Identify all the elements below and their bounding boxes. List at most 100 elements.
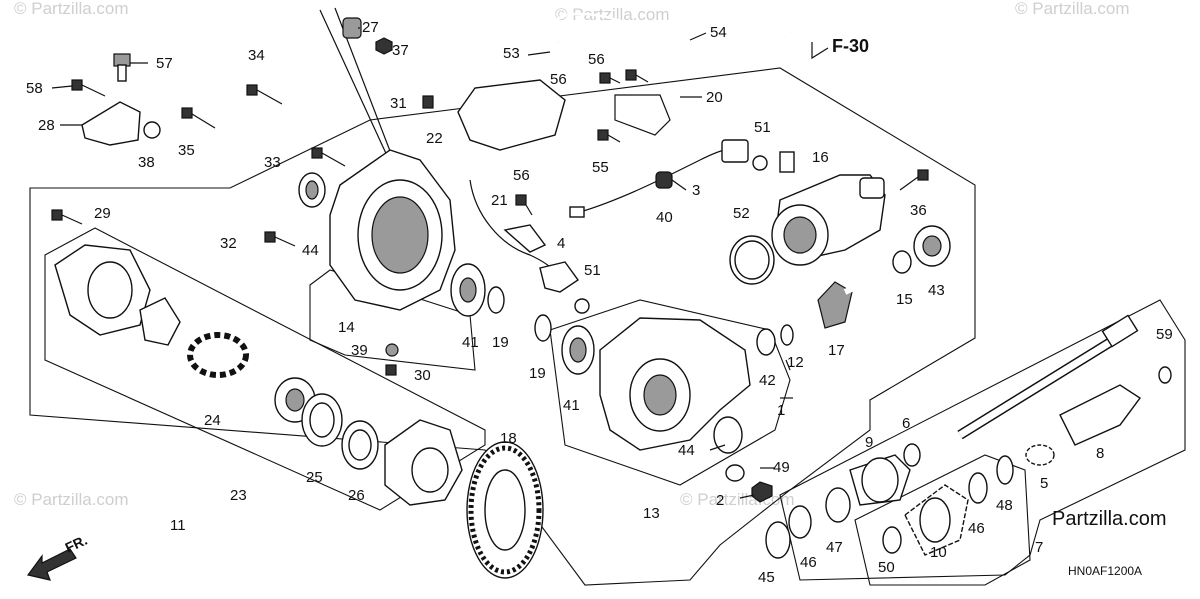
callout[interactable]: 27 — [362, 19, 379, 36]
callout[interactable]: 21 — [491, 192, 508, 209]
callout[interactable]: 55 — [592, 159, 609, 176]
bearing-part — [713, 416, 743, 454]
callout[interactable]: 29 — [94, 205, 111, 222]
callout[interactable]: 57 — [156, 55, 173, 72]
clamp-part — [655, 171, 673, 189]
joint-part — [849, 454, 911, 506]
callout[interactable]: 26 — [348, 487, 365, 504]
callout[interactable]: 56 — [550, 71, 567, 88]
callout[interactable]: 20 — [706, 89, 723, 106]
callout[interactable]: 56 — [513, 167, 530, 184]
ref-label[interactable]: F-30 — [832, 36, 869, 56]
cap-part — [342, 17, 362, 39]
callout[interactable]: 45 — [758, 569, 775, 586]
callout[interactable]: 5 — [1040, 475, 1048, 492]
callout[interactable]: 52 — [733, 205, 750, 222]
callout[interactable]: 2 — [716, 492, 724, 509]
callout[interactable]: 43 — [928, 282, 945, 299]
callout[interactable]: 23 — [230, 487, 247, 504]
nut-part — [143, 121, 161, 139]
callout[interactable]: 53 — [503, 45, 520, 62]
callout[interactable]: 49 — [773, 459, 790, 476]
callout[interactable]: 15 — [896, 291, 913, 308]
callout[interactable]: 24 — [204, 412, 221, 429]
callout[interactable]: 4 — [557, 235, 565, 252]
oring-part — [996, 455, 1014, 485]
wire-part — [469, 179, 556, 273]
callout[interactable]: 44 — [678, 442, 695, 459]
watermark: © Partzilla.com — [1015, 0, 1130, 18]
callout[interactable]: 8 — [1096, 445, 1104, 462]
callout[interactable]: 19 — [529, 365, 546, 382]
washer-part — [725, 464, 745, 482]
spring-part — [1025, 444, 1055, 466]
callout[interactable]: 51 — [754, 119, 771, 136]
callout[interactable]: 11 — [170, 517, 186, 534]
callout[interactable]: 6 — [902, 415, 910, 432]
callout[interactable]: 32 — [220, 235, 237, 252]
callout[interactable]: 39 — [351, 342, 368, 359]
callout[interactable]: 41 — [563, 397, 580, 414]
washer-part — [487, 286, 505, 314]
callout[interactable]: 44 — [302, 242, 319, 259]
callout[interactable]: 50 — [878, 559, 895, 576]
callout[interactable]: 30 — [414, 367, 431, 384]
callout[interactable]: 46 — [800, 554, 817, 571]
callout[interactable]: 9 — [865, 434, 873, 451]
diff-carrier-part — [54, 244, 151, 336]
callout[interactable]: 10 — [930, 544, 947, 561]
gear-case-part — [329, 149, 456, 311]
callout[interactable]: 17 — [828, 342, 845, 359]
callout[interactable]: 31 — [390, 95, 407, 112]
roller-cage-part — [187, 332, 249, 378]
ring-gear-part — [466, 441, 544, 579]
callout[interactable]: 33 — [264, 154, 281, 171]
callout[interactable]: 1 — [777, 402, 785, 419]
callout[interactable]: 16 — [812, 149, 829, 166]
bolt-part — [246, 84, 283, 105]
callout[interactable]: 19 — [492, 334, 509, 351]
callout[interactable]: 38 — [138, 154, 155, 171]
callout[interactable]: 54 — [710, 24, 727, 41]
callout[interactable]: 56 — [588, 51, 605, 68]
callout[interactable]: 40 — [656, 209, 673, 226]
sensor-part — [721, 139, 749, 163]
callout[interactable]: 34 — [248, 47, 265, 64]
callout[interactable]: 14 — [338, 319, 355, 336]
callout[interactable]: 47 — [826, 539, 843, 556]
callout[interactable]: 46 — [968, 520, 985, 537]
callout[interactable]: 37 — [392, 42, 409, 59]
callout[interactable]: 3 — [692, 182, 700, 199]
bolt-part — [599, 72, 621, 84]
circlip-part — [788, 505, 812, 539]
callout[interactable]: 25 — [306, 469, 323, 486]
callout[interactable]: 58 — [26, 80, 43, 97]
callout[interactable]: 51 — [584, 262, 601, 279]
seal-part — [756, 328, 776, 356]
callout[interactable]: 35 — [178, 142, 195, 159]
front-label: FR. — [63, 532, 90, 556]
callout[interactable]: 22 — [426, 130, 443, 147]
diff-cover-part — [384, 419, 463, 506]
callout[interactable]: 12 — [787, 354, 804, 371]
callout[interactable]: 13 — [643, 505, 660, 522]
circlip-part — [1158, 366, 1172, 384]
callout[interactable]: 18 — [500, 430, 517, 447]
callout[interactable]: 7 — [1035, 539, 1043, 556]
bolt-part — [311, 147, 346, 167]
bolt-part — [422, 95, 434, 109]
ref-arrow[interactable]: F-30 — [811, 36, 869, 60]
front-arrow: FR. — [26, 532, 90, 581]
bolt-part — [899, 169, 929, 191]
circlip-part — [968, 472, 988, 504]
bolt-part — [113, 53, 131, 82]
callout[interactable]: 59 — [1156, 326, 1173, 343]
circlip-part — [903, 443, 921, 467]
callout[interactable]: 48 — [996, 497, 1013, 514]
callout[interactable]: 36 — [910, 202, 927, 219]
callout[interactable]: 41 — [462, 334, 479, 351]
callout[interactable]: 28 — [38, 117, 55, 134]
bolt-part — [181, 107, 216, 129]
callout[interactable]: 42 — [759, 372, 776, 389]
